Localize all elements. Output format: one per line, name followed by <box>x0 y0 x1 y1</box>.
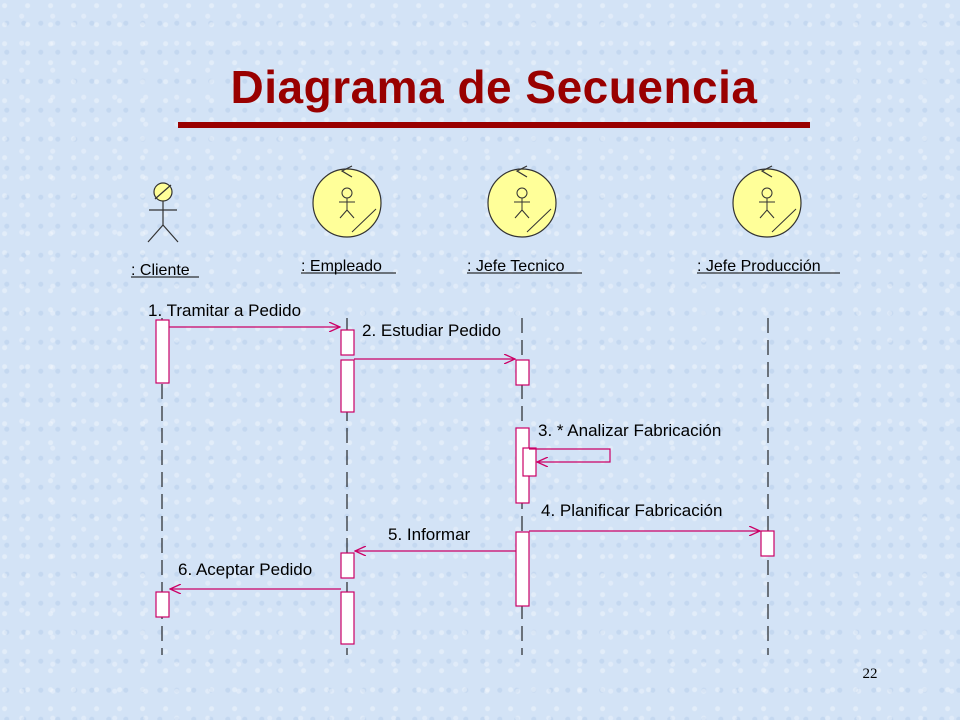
activation-box <box>340 359 355 413</box>
activation-box <box>760 530 775 557</box>
message-2: 2. Estudiar Pedido <box>354 321 515 359</box>
message-label: 2. Estudiar Pedido <box>362 321 501 340</box>
participant-cliente: : Cliente <box>131 182 199 279</box>
activation-box <box>340 552 355 579</box>
participant-label-cliente: : Cliente <box>131 262 190 279</box>
message-5: 5. Informar <box>355 525 516 551</box>
message-arrow <box>529 448 611 462</box>
slide-title: Diagrama de Secuencia <box>230 61 758 113</box>
message-label: 1. Tramitar a Pedido <box>148 301 301 320</box>
participant-empleado: : Empleado <box>301 165 396 275</box>
title-underline <box>178 122 810 128</box>
participant-label-empleado: : Empleado <box>301 258 382 275</box>
message-label: 5. Informar <box>388 525 471 544</box>
message-3: 3. * Analizar Fabricación <box>529 421 721 462</box>
control-object-icon <box>312 165 382 238</box>
message-label: 6. Aceptar Pedido <box>178 560 312 579</box>
activation-box <box>155 591 170 618</box>
activation-box <box>522 447 537 477</box>
page-number: 22 <box>862 666 878 682</box>
message-1: 1. Tramitar a Pedido <box>148 301 340 327</box>
participant-jefe-produccion: : Jefe Producción <box>697 165 840 275</box>
participant-jefe-tecnico: : Jefe Tecnico <box>467 165 582 275</box>
activation-box <box>340 329 355 356</box>
activation-box <box>155 319 170 384</box>
participant-label-jefe-tecnico: : Jefe Tecnico <box>467 258 565 275</box>
participant-label-jefe-produccion: : Jefe Producción <box>697 258 821 275</box>
message-label: 4. Planificar Fabricación <box>541 501 722 520</box>
message-4: 4. Planificar Fabricación <box>529 501 760 531</box>
control-object-icon <box>732 165 802 238</box>
activation-box <box>340 591 355 645</box>
control-object-icon <box>487 165 557 238</box>
activation-box <box>515 531 530 607</box>
actor-icon <box>147 182 179 243</box>
message-6: 6. Aceptar Pedido <box>170 560 341 589</box>
message-label: 3. * Analizar Fabricación <box>538 421 721 440</box>
activation-box <box>515 359 530 386</box>
